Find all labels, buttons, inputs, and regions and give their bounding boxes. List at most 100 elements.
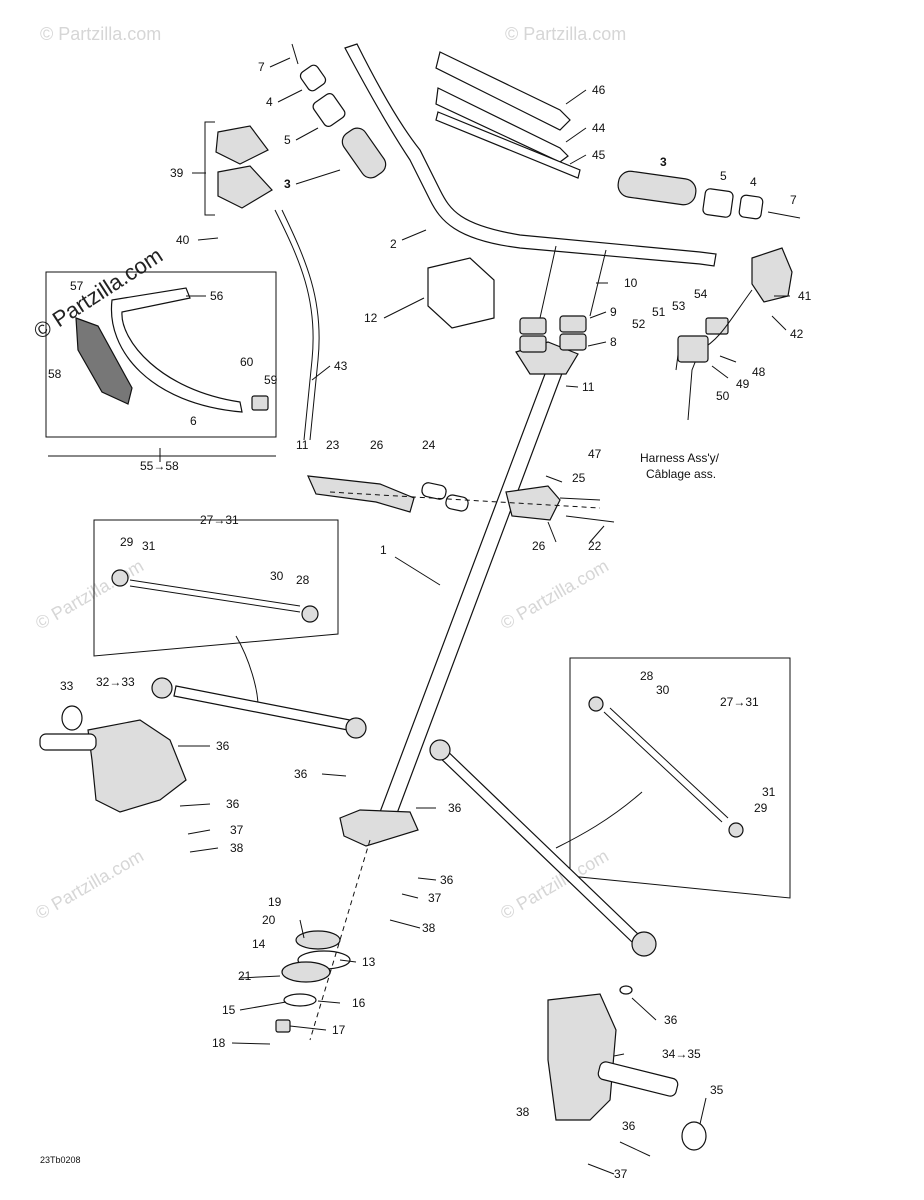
pad-44 xyxy=(435,87,569,163)
dash-bearing xyxy=(309,839,371,1041)
rod-end-top xyxy=(588,696,604,712)
callout-55-58: 55→58 xyxy=(140,459,179,473)
handguard-frame xyxy=(45,271,277,438)
drawing-code: 23Tb0208 xyxy=(40,1155,81,1165)
nut-17 xyxy=(275,1019,291,1033)
callout-8: 8 xyxy=(610,335,617,349)
callout-36f: 36 xyxy=(664,1013,678,1027)
callout-30a: 30 xyxy=(270,569,284,583)
callout-20: 20 xyxy=(262,913,276,927)
callout-21: 21 xyxy=(238,969,252,983)
callout-41: 41 xyxy=(798,289,812,303)
callout-13: 13 xyxy=(362,955,376,969)
watermark-text: © Partzilla.com xyxy=(32,555,147,633)
callout-36g: 36 xyxy=(622,1119,636,1133)
washer-16 xyxy=(283,993,317,1007)
clamp-block xyxy=(427,257,495,329)
clamp-lower-2 xyxy=(559,333,587,351)
callout-57: 57 xyxy=(70,279,84,293)
callout-3b: 3 xyxy=(660,155,667,169)
switch-41 xyxy=(751,247,793,303)
screw-right xyxy=(767,211,801,219)
callout-54: 54 xyxy=(694,287,708,301)
switch-housing-bottom xyxy=(217,165,273,209)
connector-48 xyxy=(677,335,709,363)
callout-38a: 38 xyxy=(230,841,244,855)
callout-37c: 37 xyxy=(614,1167,628,1181)
tie-rod-detail-2 xyxy=(129,585,301,613)
handlebar xyxy=(344,43,717,267)
callout-60: 60 xyxy=(240,355,254,369)
callout-40: 40 xyxy=(176,233,190,247)
callout-29b: 29 xyxy=(754,801,768,815)
callout-37a: 37 xyxy=(230,823,244,837)
watermark-text: © Partzilla.com xyxy=(32,845,147,923)
bushing-left-small xyxy=(299,64,327,92)
callout-26: 26 xyxy=(370,438,384,452)
callout-24: 24 xyxy=(422,438,436,452)
callouts: 7 4 5 3 39 40 46 44 45 3 5 4 7 2 12 10 9… xyxy=(40,60,812,1181)
tie-rod-frame-left xyxy=(93,519,339,657)
callout-27-31b: 27→31 xyxy=(720,695,759,709)
handguard-bar xyxy=(110,287,243,413)
callout-23: 23 xyxy=(326,438,340,452)
callout-48: 48 xyxy=(752,365,766,379)
spindle-left-axle xyxy=(39,733,97,751)
callout-52: 52 xyxy=(632,317,646,331)
callout-5b: 5 xyxy=(720,169,727,183)
clamp-lower xyxy=(519,335,547,353)
tie-rod-box-left xyxy=(93,519,339,707)
tie-rod-detail xyxy=(129,579,301,607)
spacer-24b xyxy=(445,494,469,512)
callout-38b: 38 xyxy=(422,921,436,935)
handguard-box xyxy=(45,271,277,438)
callout-11: 11 xyxy=(582,380,595,394)
bearing-plate-14b xyxy=(281,961,331,983)
callout-37b: 37 xyxy=(428,891,442,905)
bracket-26 xyxy=(505,485,561,521)
callout-29a: 29 xyxy=(120,535,134,549)
callout-9: 9 xyxy=(610,305,617,319)
callout-45: 45 xyxy=(592,148,606,162)
tie-rod-box-right xyxy=(555,657,791,899)
watermark-text: © Partzilla.com xyxy=(40,24,161,44)
tie-rod-left-ball xyxy=(151,677,173,699)
pad-46 xyxy=(435,51,571,131)
bolt-22b xyxy=(559,497,601,501)
harness-label-1: Harness Ass'y/ xyxy=(640,451,720,465)
callout-34-35: 34→35 xyxy=(662,1047,701,1061)
callout-5: 5 xyxy=(284,133,291,147)
handlebar-group xyxy=(204,43,801,441)
tie-rod-right xyxy=(433,743,641,943)
harness-label-2: Câblage ass. xyxy=(646,467,716,481)
tie-rod-right-ball xyxy=(429,739,451,761)
callout-4: 4 xyxy=(266,95,273,109)
callout-6: 6 xyxy=(190,414,197,428)
callout-38c: 38 xyxy=(516,1105,530,1119)
tie-rod-frame-right xyxy=(569,657,791,899)
callout-51: 51 xyxy=(652,305,666,319)
callout-31a: 31 xyxy=(142,539,156,553)
callout-58: 58 xyxy=(48,367,62,381)
washer-33 xyxy=(61,705,83,731)
screw-left xyxy=(291,43,299,65)
callout-36a: 36 xyxy=(216,739,230,753)
callout-1: 1 xyxy=(380,543,387,557)
callout-49: 49 xyxy=(736,377,750,391)
callout-7: 7 xyxy=(258,60,265,74)
tie-rod-right-ball-2 xyxy=(631,931,657,957)
callout-33: 33 xyxy=(60,679,74,693)
callout-53: 53 xyxy=(672,299,686,313)
throttle-cable-outer xyxy=(281,209,320,441)
bearing-plate-14 xyxy=(295,930,341,950)
callout-36b: 36 xyxy=(294,767,308,781)
callout-3: 3 xyxy=(284,177,291,191)
callout-32-33: 32→33 xyxy=(96,675,135,689)
callout-27-31a: 27→31 xyxy=(200,513,239,527)
callout-30b: 30 xyxy=(656,683,670,697)
bushing-right xyxy=(702,188,734,218)
callout-59: 59 xyxy=(264,373,278,387)
tie-rod-left xyxy=(173,685,361,733)
